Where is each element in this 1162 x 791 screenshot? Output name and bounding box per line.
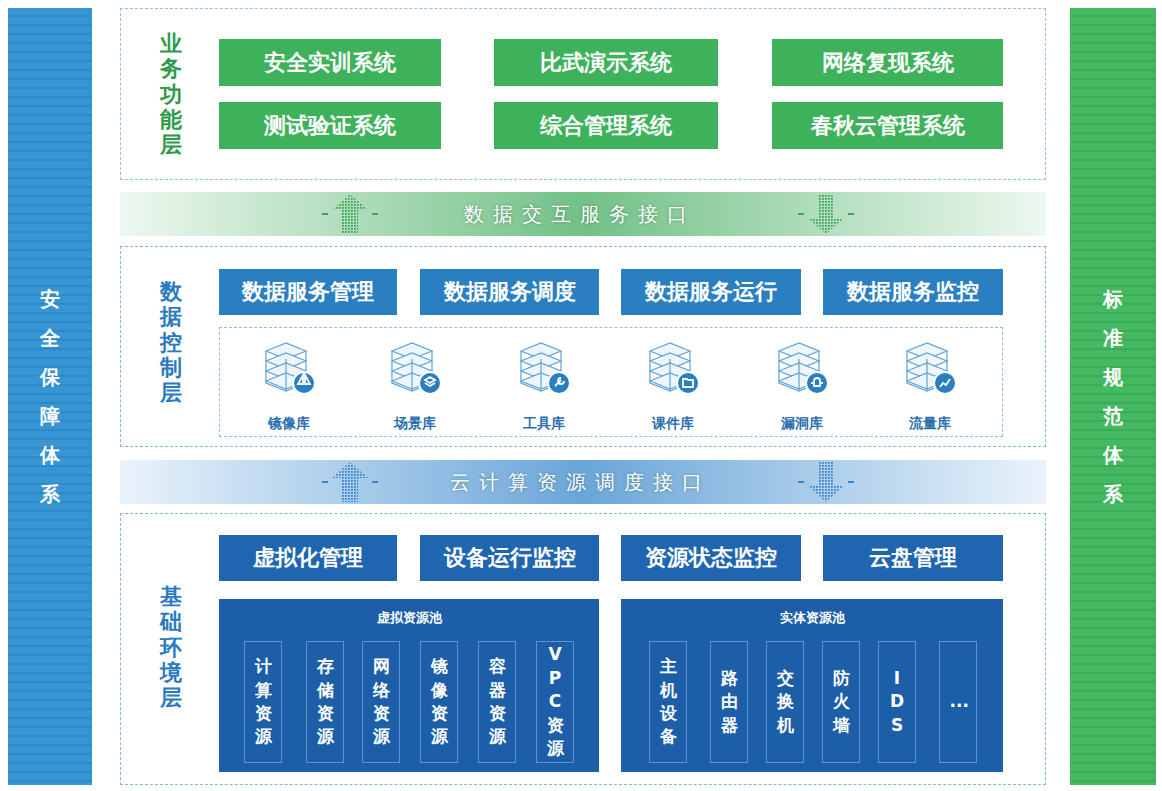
- node-label: 春秋云管理系统: [811, 113, 965, 138]
- layer-title: 业务功能层: [160, 31, 182, 157]
- system-box: 网络复现系统: [772, 39, 1003, 86]
- node-label: 数据服务监控: [847, 279, 979, 304]
- resource-item: 计算资源: [244, 641, 282, 763]
- resource-item: 镜像资源: [420, 641, 458, 763]
- system-box: 比武演示系统: [494, 39, 718, 86]
- management-box: 云盘管理: [823, 535, 1003, 581]
- service-box: 数据服务调度: [420, 269, 599, 315]
- system-box: 测试验证系统: [219, 102, 441, 149]
- interface-band: [120, 192, 1046, 236]
- node-label: 数据交互服务接口: [464, 201, 696, 228]
- node-label: IDS: [889, 667, 906, 737]
- node-label: 场景库: [394, 415, 436, 431]
- device-item: IDS: [878, 641, 916, 763]
- side-band: 安全保障体系: [8, 8, 92, 785]
- system-box: 安全实训系统: [219, 39, 441, 86]
- library-icon: 工具库: [494, 331, 594, 431]
- node-label: 综合管理系统: [540, 113, 672, 138]
- down-arrow: [808, 462, 844, 502]
- layer-region: 数据控制层 数据服务管理 数据服务调度 数据服务运行 数据服务监控镜像库 场景库 工具库 课件…: [120, 246, 1046, 447]
- management-box: 设备运行监控: [420, 535, 599, 581]
- node-label: 虚拟化管理: [253, 545, 363, 570]
- node-label: 数据服务运行: [645, 279, 777, 304]
- node-label: 课件库: [652, 415, 694, 431]
- node-label: ...: [950, 690, 967, 713]
- node-label: 漏洞库: [781, 415, 823, 431]
- layer-title: 数据控制层: [160, 279, 182, 405]
- device-item: ...: [939, 641, 977, 763]
- node-label: 网络复现系统: [822, 50, 954, 75]
- node-label: 安全实训系统: [264, 50, 396, 75]
- database-icon: [382, 333, 448, 399]
- resource-item: VPC资源: [536, 641, 574, 763]
- node-label: 防火墙: [833, 667, 850, 737]
- interface-band-label: 数据交互服务接口: [380, 192, 780, 236]
- up-arrow: [332, 194, 368, 234]
- node-label: 设备运行监控: [444, 545, 576, 570]
- node-label: 计算资源: [255, 655, 272, 749]
- up-arrow: [332, 462, 368, 502]
- database-icon: [769, 333, 835, 399]
- node-label: 流量库: [909, 415, 951, 431]
- system-box: 春秋云管理系统: [772, 102, 1003, 149]
- node-label: 比武演示系统: [540, 50, 672, 75]
- database-icon: [511, 333, 577, 399]
- database-icon: [256, 333, 322, 399]
- library-icon: 镜像库: [239, 331, 339, 431]
- library-icon: 课件库: [623, 331, 723, 431]
- database-icon: [640, 333, 706, 399]
- node-label: 数据服务管理: [242, 279, 374, 304]
- node-label: 镜像资源: [431, 655, 448, 749]
- database-icon: [897, 333, 963, 399]
- resource-item: 网络资源: [362, 641, 400, 763]
- node-label: 交换机: [777, 667, 794, 737]
- node-label: 安全保障体系: [40, 280, 60, 514]
- node-label: 路由器: [721, 667, 738, 737]
- resource-pool: 虚拟资源池计算资源 存储资源 网络资源 镜像资源 容器资源 VPC资源: [219, 599, 599, 772]
- service-box: 数据服务管理: [219, 269, 397, 315]
- node-label: 主机设备: [660, 655, 677, 749]
- device-item: 主机设备: [649, 641, 687, 763]
- library-frame: [219, 327, 1003, 437]
- node-label: 网络资源: [373, 655, 390, 749]
- library-icon: 漏洞库: [752, 331, 852, 431]
- library-icon: 流量库: [880, 331, 980, 431]
- node-label: 标准规范体系: [1103, 280, 1123, 514]
- node-label: 虚拟资源池: [219, 611, 599, 625]
- interface-band: [120, 460, 1046, 504]
- service-box: 数据服务监控: [823, 269, 1003, 315]
- node-label: 数据服务调度: [444, 279, 576, 304]
- node-label: 云计算资源调度接口: [450, 469, 711, 496]
- node-label: 镜像库: [268, 415, 310, 431]
- side-band: 标准规范体系: [1070, 8, 1156, 785]
- down-arrow: [808, 194, 844, 234]
- node-label: VPC资源: [547, 643, 564, 760]
- resource-item: 容器资源: [478, 641, 516, 763]
- layer-region: 基础环境层 虚拟化管理 设备运行监控 资源状态监控 云盘管理虚拟资源池计算资源 存储资源 网…: [120, 513, 1046, 785]
- resource-pool: 实体资源池主机设备 路由器 交换机 防火墙 IDS...: [621, 599, 1003, 772]
- interface-band-label: 云计算资源调度接口: [380, 460, 780, 504]
- node-label: 云盘管理: [869, 545, 957, 570]
- service-box: 数据服务运行: [621, 269, 801, 315]
- node-label: 存储资源: [317, 655, 334, 749]
- node-label: 工具库: [523, 415, 565, 431]
- resource-item: 存储资源: [306, 641, 344, 763]
- node-label: 容器资源: [489, 655, 506, 749]
- device-item: 交换机: [766, 641, 804, 763]
- management-box: 资源状态监控: [621, 535, 801, 581]
- node-label: 测试验证系统: [264, 113, 396, 138]
- management-box: 虚拟化管理: [219, 535, 397, 581]
- layer-title: 基础环境层: [160, 584, 182, 710]
- node-label: 实体资源池: [621, 611, 1003, 625]
- node-label: 资源状态监控: [645, 545, 777, 570]
- layer-region: 业务功能层 安全实训系统 比武演示系统 网络复现系统测试验证系统 综合管理系统 春秋云管理…: [120, 8, 1046, 180]
- device-item: 路由器: [710, 641, 748, 763]
- device-item: 防火墙: [822, 641, 860, 763]
- library-icon: 场景库: [365, 331, 465, 431]
- system-box: 综合管理系统: [494, 102, 718, 149]
